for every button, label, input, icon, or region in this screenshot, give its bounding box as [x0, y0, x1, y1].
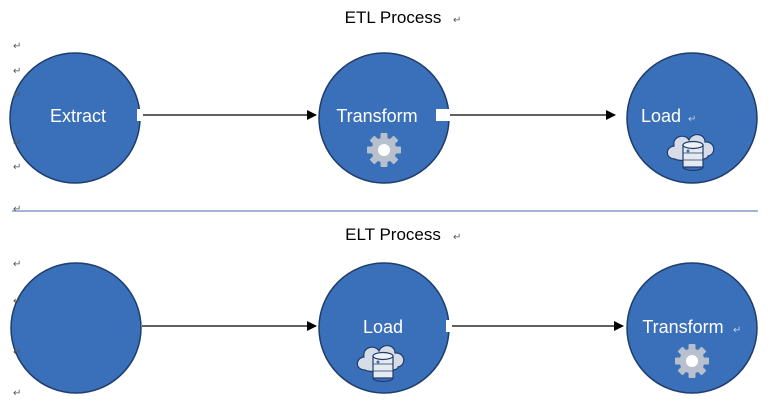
gear-icon: [367, 133, 401, 167]
para-mark: ↵: [13, 347, 22, 358]
para-mark: ↵: [733, 325, 741, 336]
elt-node-load-label: Load: [363, 317, 403, 337]
etl-node-load: Load ↵: [626, 52, 758, 184]
para-mark: ↵: [13, 90, 22, 101]
elt-title: ELT Process: [345, 225, 441, 244]
etl-node-extract: Extract: [9, 52, 143, 184]
para-mark: ↵: [453, 232, 461, 243]
para-mark: ↵: [688, 114, 696, 125]
para-mark: ↵: [13, 162, 22, 173]
para-mark: ↵: [13, 388, 22, 399]
database-cloud-icon: [666, 134, 715, 172]
elt-node-transform: Transform ↵: [626, 262, 758, 394]
elt-node-source: [10, 262, 142, 394]
para-mark: ↵: [13, 41, 22, 52]
etl-node-extract-label: Extract: [50, 106, 106, 126]
gear-icon: [675, 344, 709, 378]
para-mark: ↵: [13, 204, 22, 215]
para-mark: ↵: [13, 259, 22, 270]
etl-node-transform-label: Transform: [336, 106, 417, 126]
database-cloud-icon: [356, 345, 405, 383]
elt-node-transform-label: Transform: [642, 317, 723, 337]
para-mark: ↵: [453, 15, 461, 26]
para-mark: ↵: [13, 138, 22, 149]
etl-node-transform: Transform: [318, 52, 450, 184]
etl-node-load-label: Load: [641, 106, 681, 126]
etl-title: ETL Process: [345, 8, 442, 27]
para-mark: ↵: [13, 66, 22, 77]
para-mark: ↵: [13, 296, 22, 307]
elt-node-load: Load: [318, 262, 452, 394]
